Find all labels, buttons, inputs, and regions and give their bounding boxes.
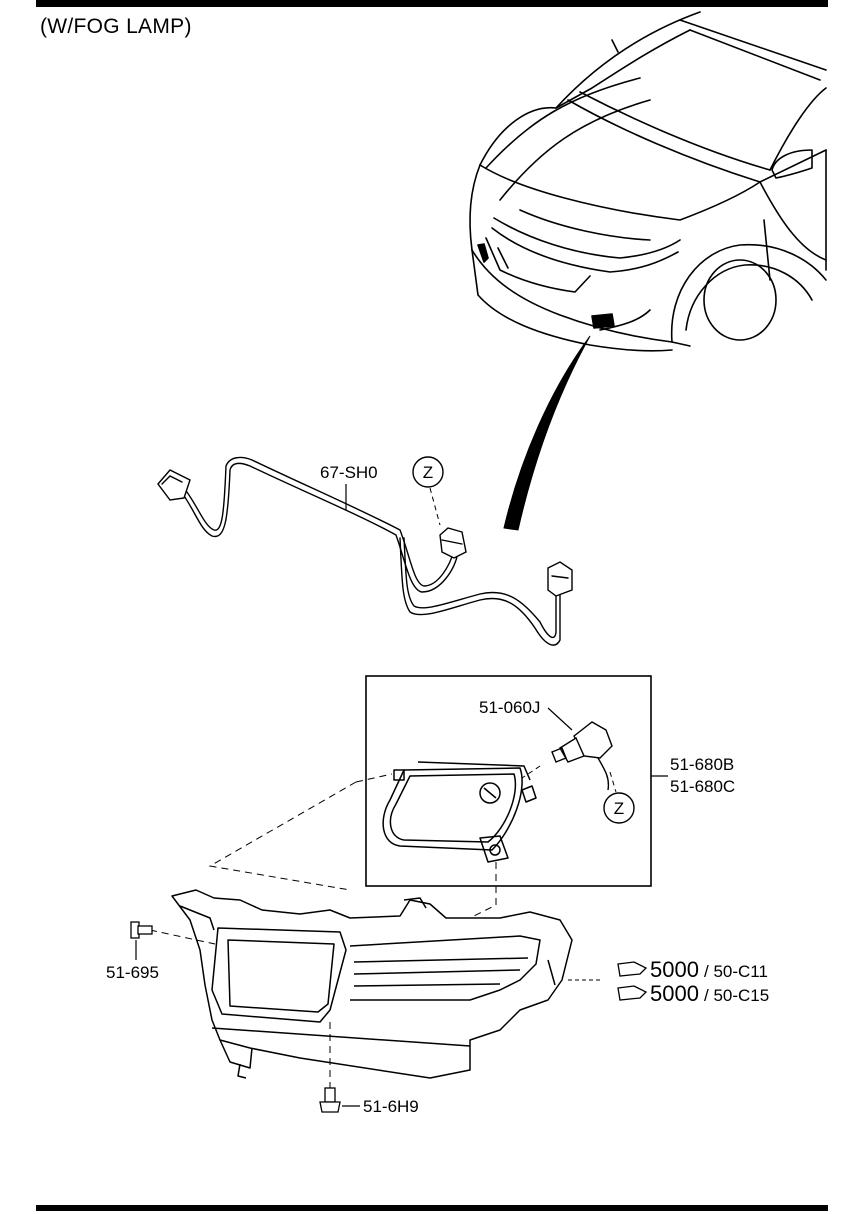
reference-row-2: 5000 / 50-C15	[617, 981, 769, 1006]
svg-text:5000: 5000	[650, 981, 699, 1006]
callout-z-top: Z	[412, 456, 444, 526]
svg-text:Z: Z	[614, 799, 624, 818]
svg-text:/ 50-C15: / 50-C15	[704, 986, 769, 1005]
callout-z-lamp: Z	[603, 771, 635, 824]
screw-bottom	[319, 1087, 341, 1113]
hand-pointer-icon	[617, 961, 648, 977]
fog-bulb	[551, 721, 613, 791]
top-border	[36, 0, 828, 7]
label-screw-left: 51-695	[106, 963, 159, 982]
car-illustration	[469, 11, 827, 352]
wiring-harness	[157, 456, 573, 646]
svg-text:Z: Z	[423, 463, 433, 482]
svg-text:5000: 5000	[650, 957, 699, 982]
page-title: (W/FOG LAMP)	[40, 15, 192, 38]
screw-left	[130, 921, 153, 939]
svg-text:/ 50-C11: / 50-C11	[704, 962, 768, 981]
hand-pointer-icon	[617, 985, 648, 1001]
fog-lamp-assembly-box	[365, 675, 652, 887]
location-pointer-arrow	[503, 335, 591, 531]
label-fog-lamp-2: 51-680C	[670, 777, 735, 796]
label-screw-bottom: 51-6H9	[363, 1097, 419, 1116]
reference-row-1: 5000 / 50-C11	[617, 957, 768, 982]
fog-lamp-bezel	[171, 889, 573, 1079]
label-fog-lamp-1: 51-680B	[670, 755, 734, 774]
fog-lamp-unit	[382, 761, 537, 863]
bottom-border	[36, 1205, 828, 1211]
label-harness: 67-SH0	[320, 463, 378, 482]
label-bulb: 51-060J	[479, 698, 540, 717]
